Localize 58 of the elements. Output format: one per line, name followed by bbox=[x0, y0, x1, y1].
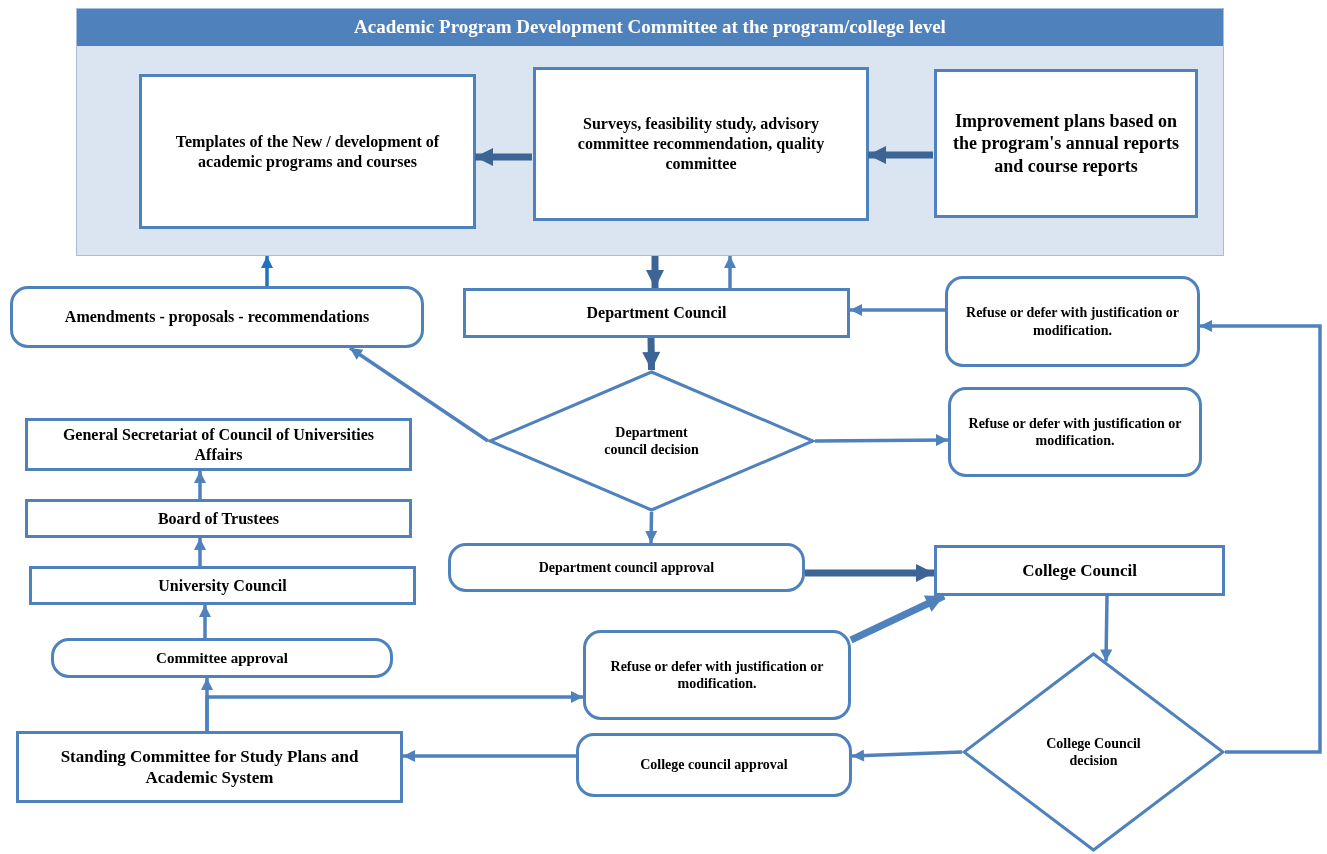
arrow bbox=[645, 511, 658, 544]
arrow bbox=[642, 337, 661, 371]
process-box bbox=[29, 566, 416, 605]
box-label: Board of Trustees bbox=[156, 508, 281, 529]
arrow bbox=[349, 346, 489, 443]
arrow bbox=[199, 605, 211, 638]
process-box bbox=[16, 731, 403, 803]
arrow bbox=[1100, 595, 1113, 662]
process-box bbox=[139, 74, 476, 229]
box-label: Standing Committee for Study Plans and Academic System bbox=[59, 745, 360, 789]
arrow bbox=[805, 564, 934, 582]
process-box bbox=[448, 543, 805, 592]
box-label: Surveys, feasibility study, advisory committee recommendation, quality committee bbox=[576, 114, 826, 174]
box-label: Department council decision bbox=[603, 423, 700, 459]
process-box bbox=[463, 288, 850, 338]
arrow bbox=[851, 749, 963, 762]
box-label: Department council approval bbox=[537, 558, 716, 577]
process-box bbox=[934, 69, 1198, 218]
process-box bbox=[583, 630, 851, 720]
box-label: General Secretariat of Council of Universities Affairs bbox=[61, 424, 376, 465]
process-box bbox=[533, 67, 869, 221]
decision-diamond bbox=[962, 652, 1225, 852]
process-box bbox=[948, 387, 1202, 477]
arrow bbox=[261, 256, 273, 286]
arrow bbox=[868, 146, 933, 164]
box-label: Committee approval bbox=[155, 648, 289, 668]
arrow bbox=[194, 471, 206, 499]
arrow bbox=[205, 691, 583, 731]
process-box bbox=[51, 638, 393, 678]
arrow bbox=[724, 256, 736, 288]
arrow bbox=[1200, 320, 1322, 754]
arrow bbox=[194, 538, 206, 566]
box-label: University Council bbox=[157, 575, 288, 596]
process-box bbox=[945, 276, 1200, 367]
arrow bbox=[475, 148, 532, 166]
arrow bbox=[849, 592, 946, 644]
process-box bbox=[10, 286, 424, 348]
decision-diamond bbox=[488, 370, 815, 512]
arrow bbox=[646, 256, 664, 288]
box-label: College Council bbox=[1021, 559, 1138, 582]
box-label: Department Council bbox=[585, 303, 728, 323]
arrow bbox=[403, 750, 576, 762]
process-box bbox=[25, 418, 412, 471]
box-label: Amendments - proposals - recommendations bbox=[63, 307, 371, 327]
arrow bbox=[815, 434, 948, 447]
box-label: Refuse or defer with justification or modification. bbox=[965, 304, 1180, 339]
box-label: Refuse or defer with justification or modification. bbox=[967, 414, 1183, 450]
process-box bbox=[934, 545, 1225, 596]
committee-panel bbox=[76, 8, 1224, 256]
process-box bbox=[25, 499, 412, 538]
panel-header: Academic Program Development Committee at the program/college level bbox=[77, 9, 1223, 46]
box-label: College council approval bbox=[639, 756, 789, 774]
box-label: Templates of the New / development of academic programs and courses bbox=[174, 131, 441, 172]
process-box bbox=[576, 733, 852, 797]
box-label: College Council decision bbox=[1045, 734, 1142, 770]
box-label: Improvement plans based on the program's annual reports and course reports bbox=[952, 109, 1180, 178]
box-label: Refuse or defer with justification or modification. bbox=[609, 657, 825, 693]
arrow bbox=[850, 304, 945, 316]
